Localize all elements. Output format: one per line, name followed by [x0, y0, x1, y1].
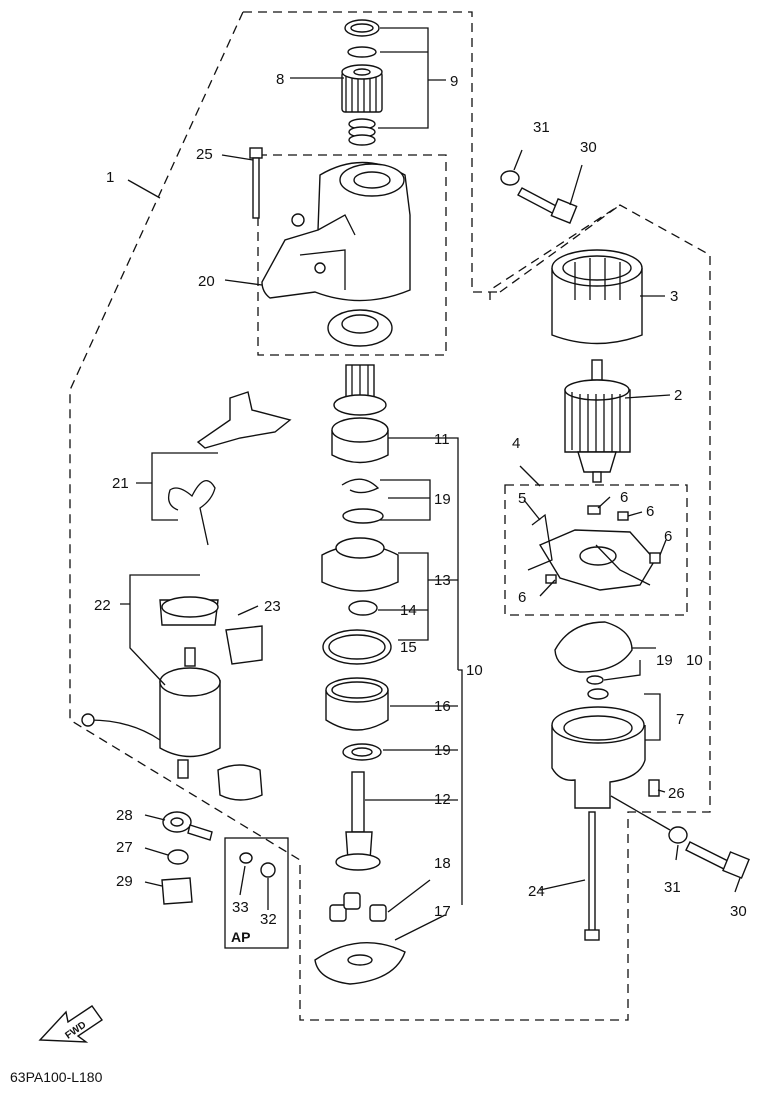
label-part-17: 17 — [434, 903, 451, 920]
label-part-27: 27 — [116, 839, 133, 856]
label-part-1: 1 — [106, 169, 114, 186]
label-part-4: 4 — [512, 435, 520, 452]
label-part-9: 9 — [450, 73, 458, 90]
bolt-25 — [249, 147, 263, 219]
label-part-19-upper: 19 — [434, 491, 451, 508]
label-part-11: 11 — [434, 431, 450, 448]
label-part-26: 26 — [668, 785, 685, 802]
label-part-5: 5 — [518, 490, 526, 507]
label-part-10-center: 10 — [466, 662, 483, 679]
label-part-31-lower: 31 — [664, 879, 681, 896]
label-part-28: 28 — [116, 807, 133, 824]
yoke — [551, 249, 643, 345]
boot-23 — [225, 625, 263, 665]
rear-cover — [551, 688, 660, 809]
brush-holder — [527, 505, 661, 591]
label-part-12: 12 — [434, 791, 451, 808]
label-part-8: 8 — [276, 71, 284, 88]
group-4-boundary — [504, 484, 688, 616]
armature — [564, 359, 631, 483]
pinion-gear-assembly — [341, 19, 383, 146]
group-1-boundary — [69, 11, 711, 1021]
group-20-boundary — [257, 154, 447, 356]
label-part-3: 3 — [670, 288, 678, 305]
label-part-6-a: 6 — [620, 489, 628, 506]
label-part-6-b: 6 — [646, 503, 654, 520]
label-part-33: 33 — [232, 899, 249, 916]
label-part-18: 18 — [434, 855, 451, 872]
label-part-32: 32 — [260, 911, 277, 928]
drive-shaft-stack — [314, 364, 406, 985]
label-part-29: 29 — [116, 873, 133, 890]
bolt-30-upper — [500, 170, 578, 225]
shift-lever-21 — [167, 391, 292, 546]
label-part-30-upper: 30 — [580, 139, 597, 156]
label-part-6-c: 6 — [664, 528, 672, 545]
label-part-7: 7 — [676, 711, 684, 728]
solenoid-22 — [81, 596, 221, 779]
label-part-10-right: 10 — [686, 652, 703, 669]
label-part-19-right: 19 — [656, 652, 673, 669]
group-10-boundary — [499, 204, 621, 293]
label-part-24: 24 — [528, 883, 545, 900]
label-part-13: 13 — [434, 572, 451, 589]
label-part-31-upper: 31 — [533, 119, 550, 136]
label-part-14: 14 — [400, 602, 417, 619]
label-part-16: 16 — [434, 698, 451, 715]
label-part-6-d: 6 — [518, 589, 526, 606]
cap-extra — [217, 764, 263, 801]
through-bolt-24 — [584, 811, 600, 941]
brush-plate — [554, 621, 633, 685]
label-part-19-lower: 19 — [434, 742, 451, 759]
ap-box — [224, 837, 289, 949]
label-part-23: 23 — [264, 598, 281, 615]
label-part-21: 21 — [112, 475, 129, 492]
label-part-30-lower: 30 — [730, 903, 747, 920]
leader-lines — [120, 27, 741, 941]
front-bracket — [261, 161, 411, 347]
label-part-20: 20 — [198, 273, 215, 290]
label-part-22: 22 — [94, 597, 111, 614]
ap-label: AP — [231, 929, 250, 945]
left-small-parts — [161, 811, 276, 905]
label-part-25: 25 — [196, 146, 213, 163]
fwd-arrow-icon: FWD — [38, 1005, 103, 1043]
diagram-code: 63PA100-L180 — [10, 1069, 103, 1085]
bolt-30-lower — [668, 826, 750, 879]
label-part-2: 2 — [674, 387, 682, 404]
label-part-15: 15 — [400, 639, 417, 656]
